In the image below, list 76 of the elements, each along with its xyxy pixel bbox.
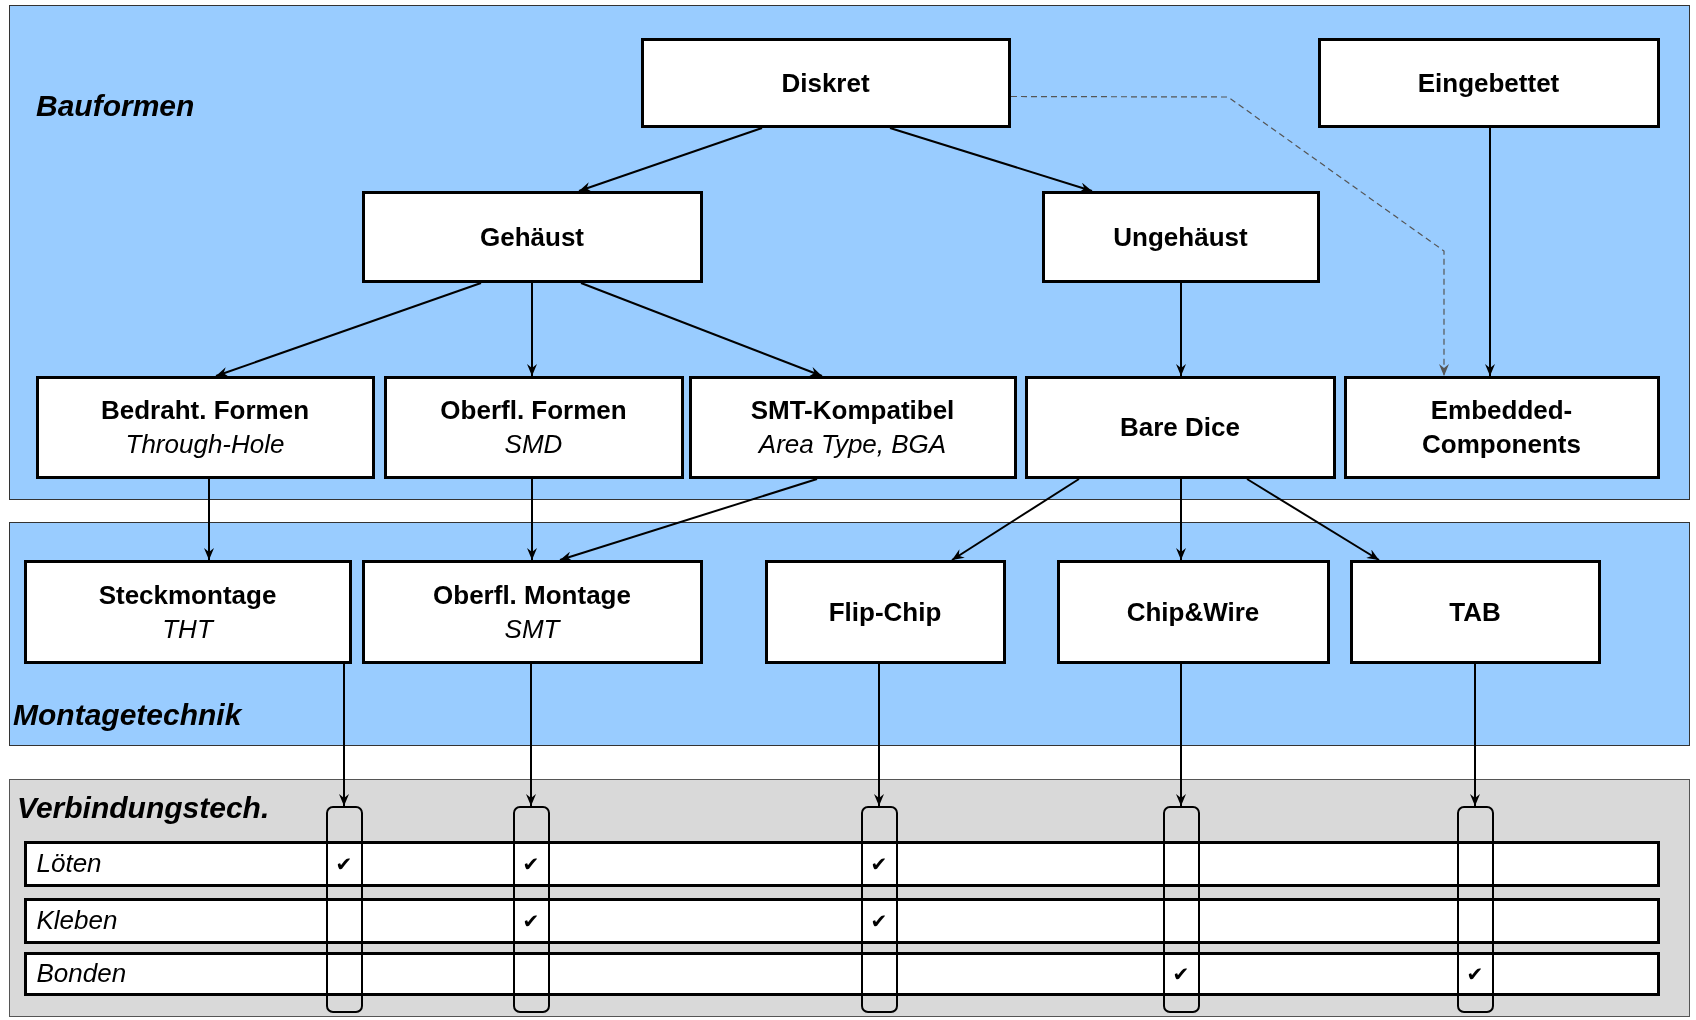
check-mark: ✔ xyxy=(869,908,889,933)
table-row xyxy=(23,840,1660,887)
check-mark: ✔ xyxy=(521,851,541,876)
process-box xyxy=(764,559,1006,664)
process-box xyxy=(1056,559,1330,664)
box-title: TAB xyxy=(1449,595,1501,629)
box-subtitle: THT xyxy=(162,612,213,646)
box-title: Embedded- Components xyxy=(1421,394,1582,461)
column-frame xyxy=(1162,805,1200,1013)
arrow xyxy=(1485,127,1495,377)
dashed-arrow xyxy=(1010,95,1449,377)
process-box xyxy=(361,559,703,664)
box-title: Chip&Wire xyxy=(1126,595,1260,629)
process-box xyxy=(1317,37,1660,128)
process-box xyxy=(35,375,375,479)
box-title: SMT-Kompatibel xyxy=(750,394,955,427)
arrow xyxy=(889,127,1093,193)
check-mark: ✔ xyxy=(334,851,354,876)
table-row xyxy=(23,951,1660,996)
row-label: Löten xyxy=(35,848,102,879)
column-frame xyxy=(325,805,363,1013)
arrow xyxy=(1176,282,1186,377)
arrow xyxy=(527,478,537,561)
box-title: Eingebettet xyxy=(1417,66,1560,100)
table-row xyxy=(23,897,1660,944)
process-box xyxy=(1343,375,1660,479)
process-box xyxy=(1024,375,1336,479)
process-box xyxy=(640,37,1011,128)
section-heading: Verbindungstech. xyxy=(17,791,270,825)
arrow xyxy=(1246,478,1380,561)
arrow xyxy=(578,127,763,192)
arrow xyxy=(1470,663,1480,807)
check-mark: ✔ xyxy=(521,908,541,933)
check-mark: ✔ xyxy=(1171,961,1191,986)
band-panel xyxy=(9,5,1690,500)
arrow xyxy=(874,663,884,807)
column-frame xyxy=(1456,805,1494,1013)
box-title: Bare Dice xyxy=(1120,411,1240,444)
process-box xyxy=(23,559,352,664)
process-box xyxy=(1041,190,1320,283)
box-subtitle: Through-Hole xyxy=(125,428,285,461)
box-title: Steckmontage xyxy=(98,578,277,612)
column-frame xyxy=(512,805,550,1013)
section-heading: Bauformen xyxy=(36,89,195,123)
row-label: Bonden xyxy=(35,958,127,989)
process-box xyxy=(688,375,1017,479)
arrow xyxy=(526,663,536,807)
arrow xyxy=(339,663,349,807)
table-panel xyxy=(9,779,1690,1017)
box-title: Flip-Chip xyxy=(828,595,942,629)
arrow xyxy=(527,282,537,377)
section-heading: Montagetechnik xyxy=(13,698,242,732)
arrow xyxy=(951,478,1080,561)
box-subtitle: SMD xyxy=(504,428,563,461)
arrow xyxy=(1176,478,1186,561)
arrow xyxy=(559,478,818,562)
process-box xyxy=(361,190,703,283)
process-box xyxy=(383,375,684,479)
box-title: Ungehäust xyxy=(1113,220,1248,254)
box-subtitle: SMT xyxy=(504,612,560,646)
box-title: Diskret xyxy=(781,66,870,100)
box-title: Gehäust xyxy=(480,220,584,254)
arrow xyxy=(215,282,482,377)
box-subtitle: Area Type, BGA xyxy=(758,428,947,461)
check-mark: ✔ xyxy=(1465,961,1485,986)
arrow xyxy=(1176,663,1186,807)
process-box xyxy=(1349,559,1601,664)
box-title: Bedraht. Formen xyxy=(101,394,309,427)
arrow xyxy=(204,478,214,561)
check-mark: ✔ xyxy=(869,851,889,876)
arrow xyxy=(580,282,823,377)
row-label: Kleben xyxy=(35,905,118,936)
band-panel xyxy=(9,522,1690,746)
column-frame xyxy=(860,805,898,1013)
box-title: Oberfl. Formen xyxy=(440,394,627,427)
box-title: Oberfl. Montage xyxy=(433,578,631,612)
